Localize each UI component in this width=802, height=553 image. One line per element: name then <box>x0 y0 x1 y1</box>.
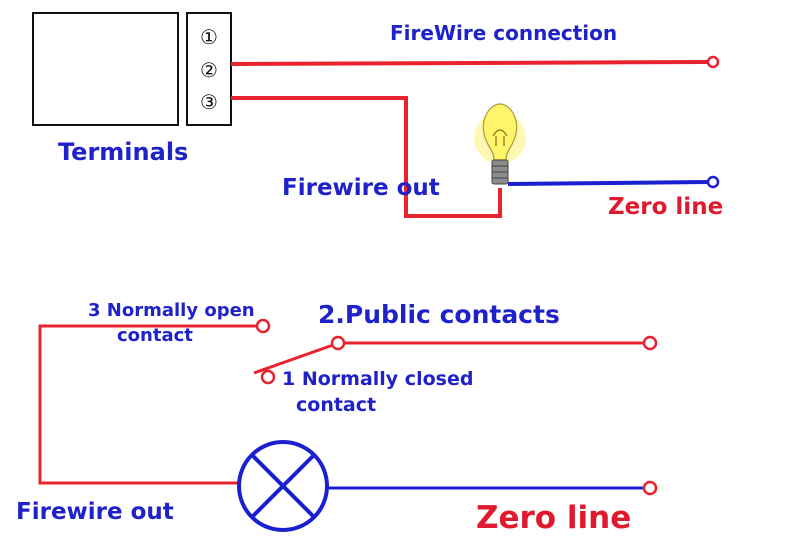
public-contact-end <box>642 335 658 351</box>
normally-open-label-line2: contact <box>117 325 193 346</box>
terminal-number-1: ① <box>200 25 218 49</box>
zero-line-label-bottom: Zero line <box>476 500 632 536</box>
firewire-out-label-top: Firewire out <box>282 175 440 201</box>
zero-line-end-bottom <box>642 480 658 496</box>
terminal-block <box>186 12 232 126</box>
light-bulb-icon <box>474 103 526 185</box>
zero-line-label-top: Zero line <box>608 194 724 220</box>
firewire-connection-label: FireWire connection <box>390 21 618 45</box>
relay-body <box>32 12 179 126</box>
normally-closed-contact <box>260 369 276 385</box>
terminal-number-2: ② <box>200 58 218 82</box>
firewire-out-label-bottom: Firewire out <box>16 499 174 525</box>
firewire-connection-wire <box>230 60 709 66</box>
zero-line-end-top <box>706 175 720 189</box>
public-contacts-label: 2.Public contacts <box>318 300 560 329</box>
terminal-number-3: ③ <box>200 90 218 114</box>
switch-arm <box>253 343 334 375</box>
lamp-symbol-icon <box>237 440 329 532</box>
normally-closed-label-line2: contact <box>296 394 377 416</box>
firewire-out-wire <box>231 96 502 218</box>
normally-open-label: 3 Normally open <box>88 300 255 321</box>
zero-line-wire-top <box>507 180 709 186</box>
public-contact <box>330 335 346 351</box>
normally-open-wire <box>38 324 258 485</box>
terminals-label: Terminals <box>58 138 189 166</box>
normally-closed-label: 1 Normally closed <box>282 368 474 390</box>
firewire-connection-end <box>706 55 720 69</box>
normally-open-contact <box>255 318 271 334</box>
